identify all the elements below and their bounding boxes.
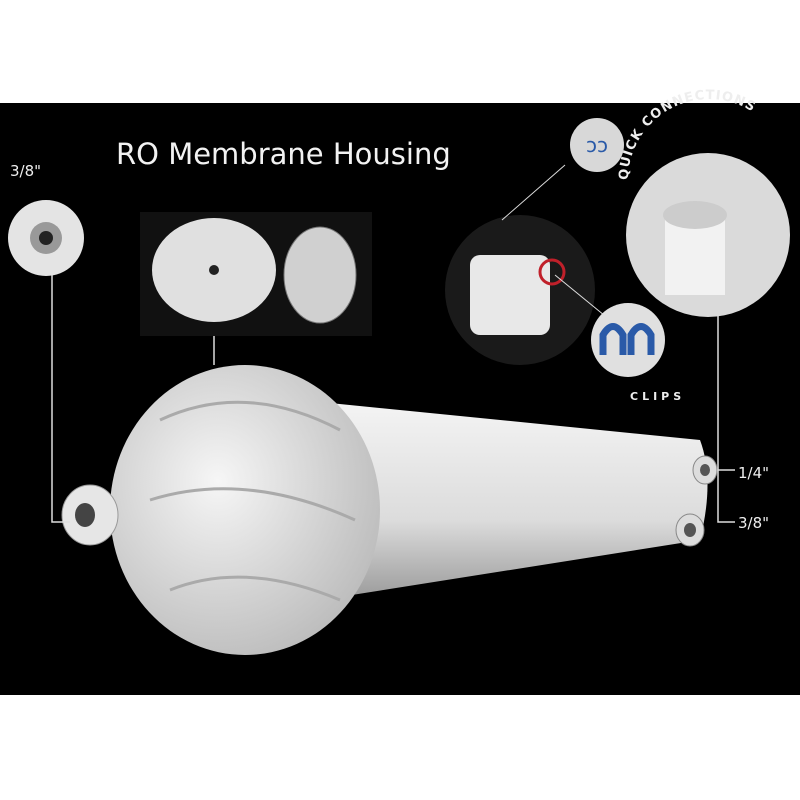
housing-cap xyxy=(110,365,380,655)
clips-label: CLIPS xyxy=(630,390,686,403)
page-title: RO Membrane Housing xyxy=(116,137,451,171)
housing-tube xyxy=(300,400,708,600)
outlet-bottom-size-label: 3/8" xyxy=(738,514,770,532)
inset-clip-top xyxy=(570,118,624,172)
outlet-top-size-label: 1/4" xyxy=(738,464,770,482)
svg-text:ↄↄ: ↄↄ xyxy=(586,133,608,157)
inlet-size-label: 3/8" xyxy=(10,162,42,180)
